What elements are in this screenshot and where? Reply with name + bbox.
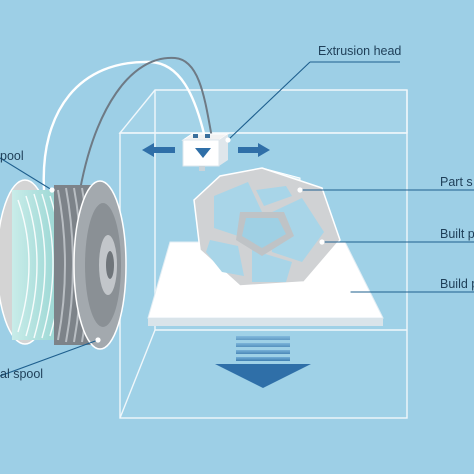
label-part-support: Part s — [440, 175, 473, 189]
leader-dots — [49, 137, 351, 343]
label-build-platform: Build p — [440, 277, 474, 291]
label-extrusion-head: Extrusion head — [318, 44, 401, 58]
label-spool: pool — [0, 149, 24, 163]
built-part — [193, 167, 341, 287]
movement-arrows — [142, 143, 270, 157]
filament-tube — [42, 56, 213, 192]
platform-motion-arrow — [215, 336, 311, 388]
leader-lines — [0, 61, 474, 377]
label-material-spool: al spool — [0, 367, 43, 381]
extrusion-head — [181, 133, 230, 171]
material-spool — [0, 179, 127, 350]
label-built-part: Built p — [440, 227, 474, 241]
